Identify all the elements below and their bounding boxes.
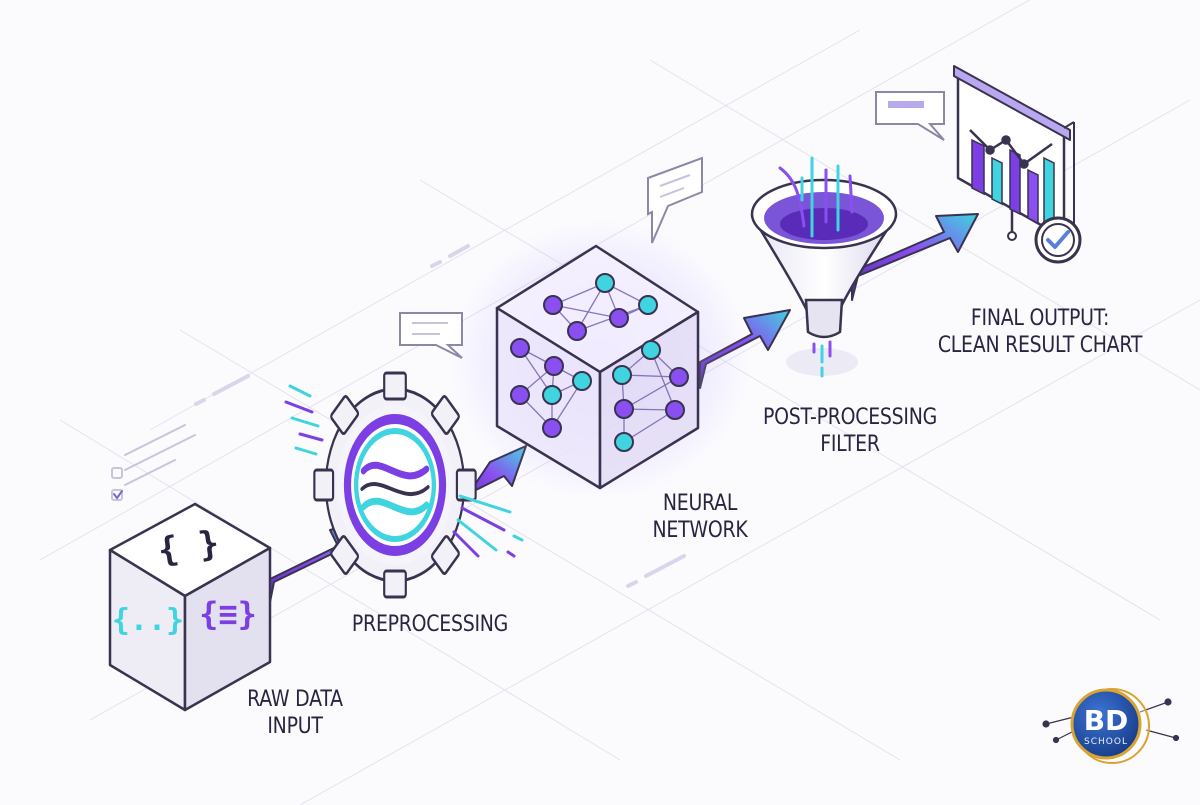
logo-text-secondary: SCHOOL [1084, 737, 1128, 747]
svg-text:{≡}: {≡} [199, 595, 257, 633]
stage-label-preprocessing: PREPROCESSING [344, 611, 516, 638]
stage-label-neural-network: NEURAL NETWORK [640, 490, 760, 544]
checkmark-icon [1034, 216, 1082, 264]
svg-text:{..}: {..} [112, 603, 184, 638]
bar-chart-icon [969, 129, 1055, 230]
chat-bubble-icon [647, 156, 703, 244]
chat-bubble-icon [875, 91, 945, 141]
neural-network-icon [510, 273, 689, 452]
logo-badge: BD SCHOOL [1070, 688, 1150, 764]
label-line: CLEAN RESULT CHART [937, 333, 1143, 358]
stage-label-post-processing-filter: POST-PROCESSING FILTER [755, 404, 944, 458]
data-particles [284, 384, 524, 558]
logo-text-primary: BD [1084, 704, 1129, 737]
raw-data-cube [108, 502, 272, 712]
label-line: INPUT [267, 714, 323, 739]
label-line: POST-PROCESSING [762, 405, 938, 430]
label-line: NEURAL [662, 491, 738, 516]
stage-label-final-output: FINAL OUTPUT: CLEAN RESULT CHART [937, 305, 1143, 359]
curly-braces-icon: { } {..} {≡} [112, 523, 257, 638]
document-icon [111, 424, 196, 501]
bd-school-logo: BD SCHOOL [1040, 686, 1170, 766]
decorative-dashes [194, 244, 686, 588]
funnel-icon [750, 156, 898, 378]
label-line: NETWORK [652, 518, 748, 543]
label-line: FILTER [820, 432, 880, 457]
label-line: RAW DATA [247, 687, 343, 712]
label-line: PREPROCESSING [351, 612, 509, 637]
stage-label-raw-data-input: RAW DATA INPUT [235, 686, 355, 740]
gear-icon [313, 371, 477, 599]
svg-text:{ }: { } [155, 523, 221, 571]
label-line: FINAL OUTPUT: [970, 306, 1110, 331]
